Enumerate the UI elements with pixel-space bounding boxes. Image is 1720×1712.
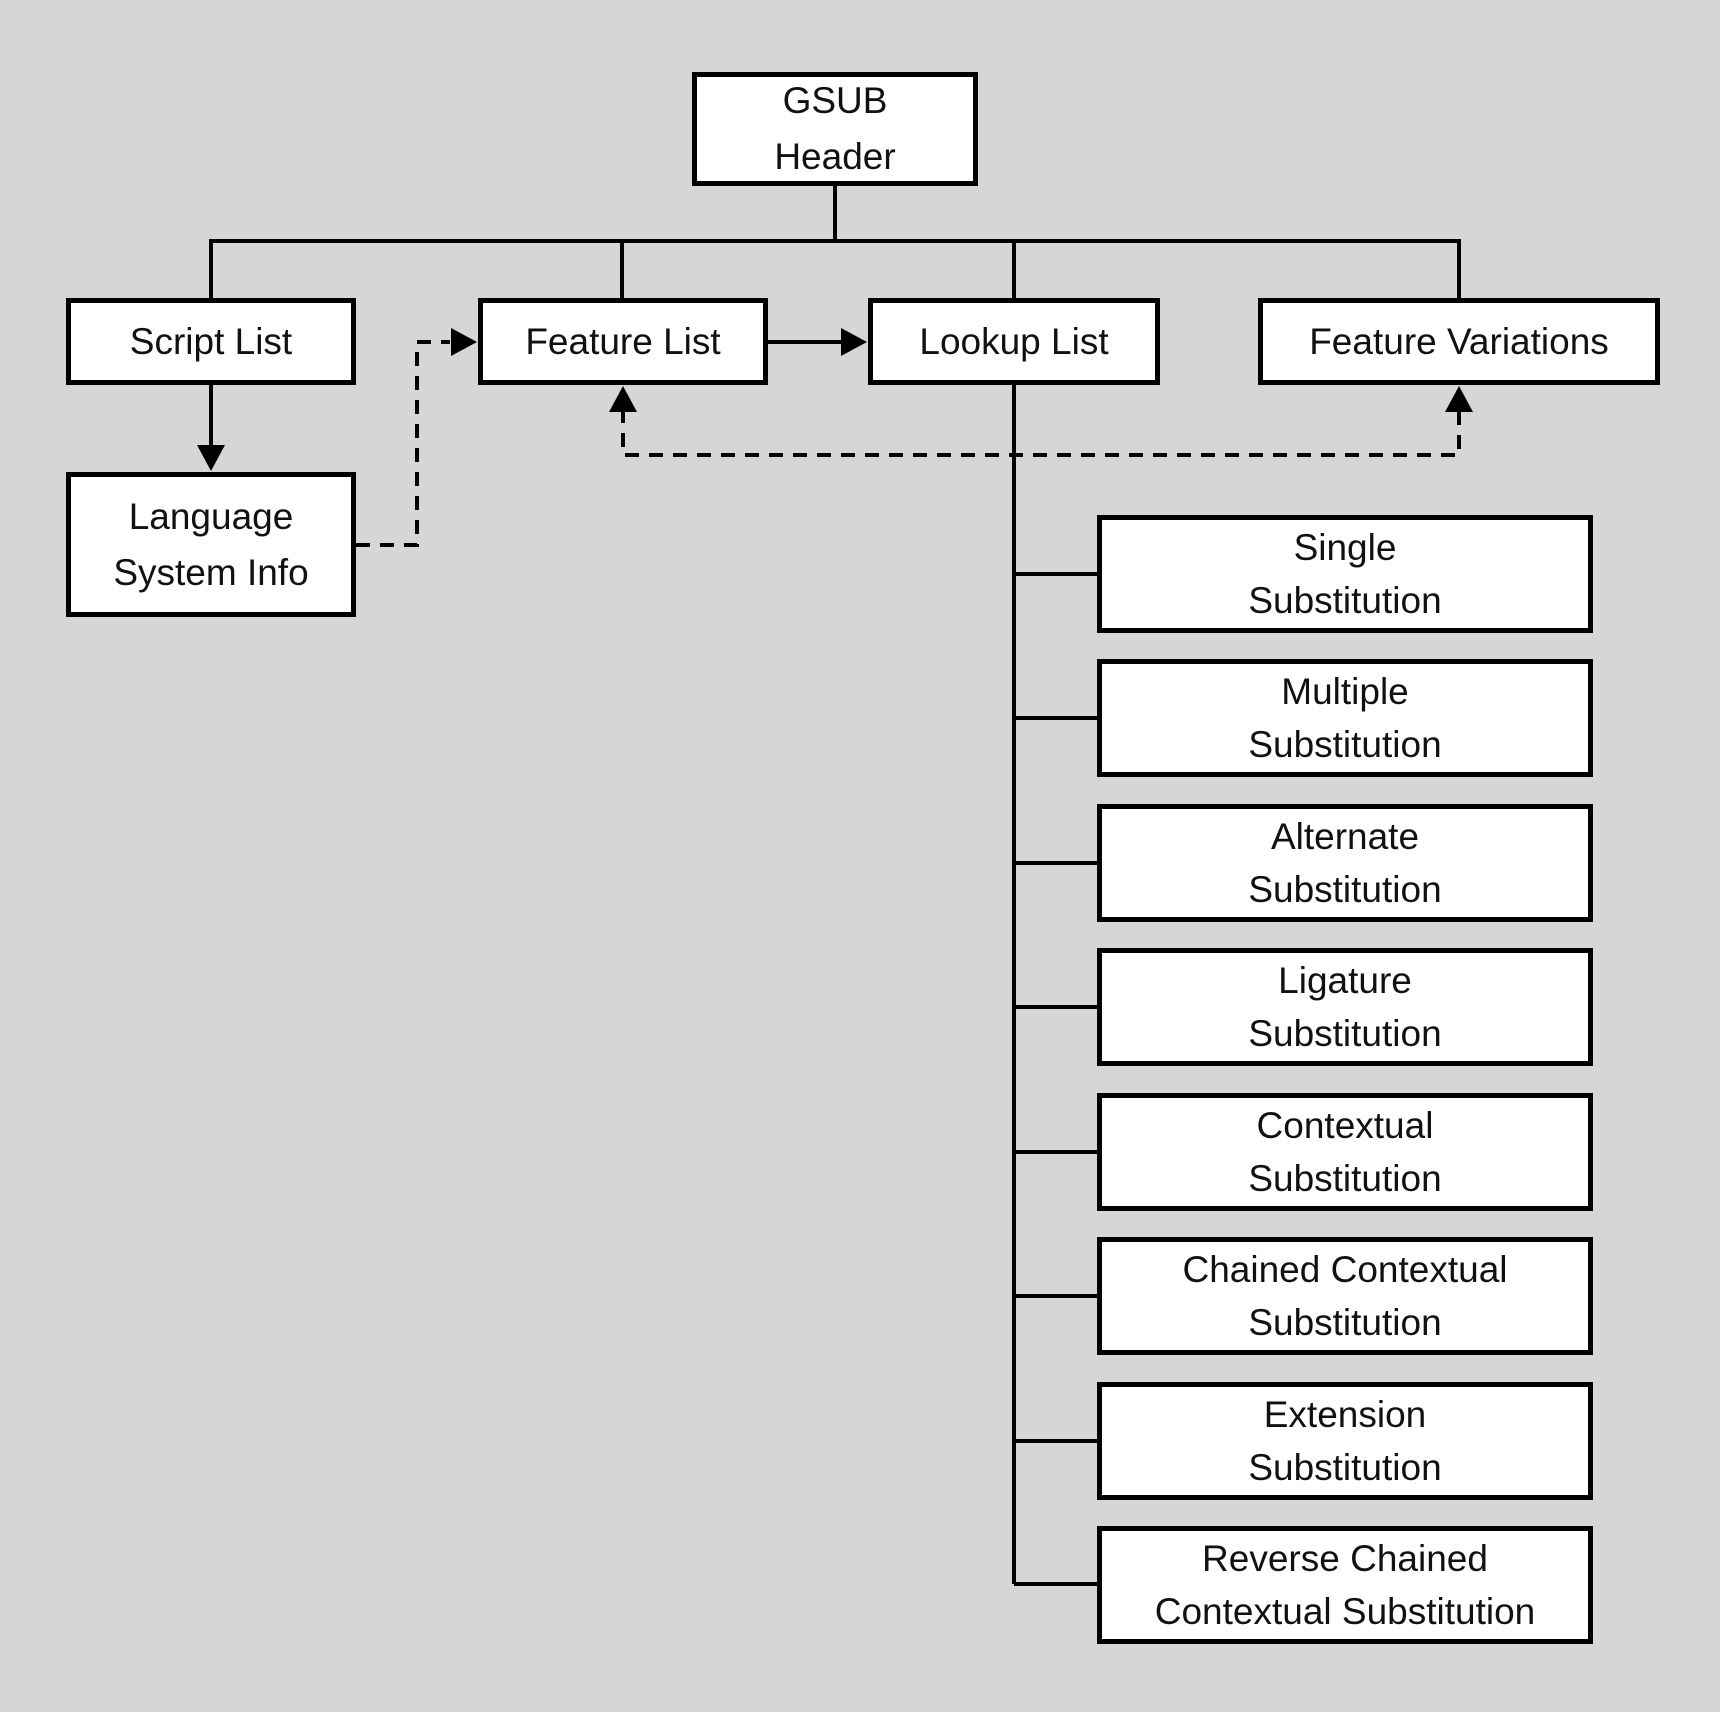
connector-langsys-to-featurelist-dashed bbox=[356, 328, 477, 547]
node-label-line: Multiple bbox=[1281, 671, 1409, 712]
node-extension-substitution: Extension Substitution bbox=[1097, 1382, 1593, 1500]
node-label-line: Feature List bbox=[525, 321, 721, 362]
connector-lookuplist-trunk bbox=[1012, 385, 1097, 1586]
arrowhead-right-icon bbox=[451, 328, 477, 356]
node-reverse-chained-contextual-substitution: Reverse Chained Contextual Substitution bbox=[1097, 1526, 1593, 1644]
node-label-line: Contextual bbox=[1256, 1105, 1434, 1146]
node-label-line: Header bbox=[774, 136, 896, 177]
node-label-line: Substitution bbox=[1248, 724, 1442, 765]
node-label-line: Feature Variations bbox=[1309, 321, 1609, 362]
node-label-line: Reverse Chained bbox=[1202, 1538, 1488, 1579]
node-multiple-substitution: Multiple Substitution bbox=[1097, 659, 1593, 777]
node-label-line: Language bbox=[128, 495, 294, 537]
node-alternate-substitution: Alternate Substitution bbox=[1097, 804, 1593, 922]
node-lookup-list: Lookup List bbox=[868, 298, 1160, 385]
node-label-line: Extension bbox=[1263, 1394, 1427, 1435]
connector-header-bus bbox=[209, 186, 1461, 298]
node-chained-contextual-substitution: Chained Contextual Substitution bbox=[1097, 1237, 1593, 1355]
node-label-line: Substitution bbox=[1248, 580, 1442, 621]
arrowhead-right-icon bbox=[841, 328, 867, 356]
node-contextual-substitution: Contextual Substitution bbox=[1097, 1093, 1593, 1211]
node-label-line: GSUB bbox=[782, 80, 888, 121]
node-feature-variations: Feature Variations bbox=[1258, 298, 1660, 385]
arrowhead-up-icon bbox=[609, 386, 637, 412]
arrowhead-up-icon bbox=[1445, 386, 1473, 412]
node-label-line: Alternate bbox=[1270, 816, 1420, 857]
node-label-line: Ligature bbox=[1278, 960, 1412, 1001]
node-label-line: Script List bbox=[129, 321, 293, 362]
node-language-system-info: Language System Info bbox=[66, 472, 356, 617]
connector-featurelist-featurevariations-dashed bbox=[609, 386, 1473, 457]
node-ligature-substitution: Ligature Substitution bbox=[1097, 948, 1593, 1066]
node-label-line: Lookup List bbox=[919, 321, 1109, 362]
node-feature-list: Feature List bbox=[478, 298, 768, 385]
node-script-list: Script List bbox=[66, 298, 356, 385]
node-label-line: Substitution bbox=[1248, 1158, 1442, 1199]
node-label-line: Chained Contextual bbox=[1182, 1249, 1508, 1290]
node-label-line: Substitution bbox=[1248, 1302, 1442, 1343]
node-label-line: Contextual Substitution bbox=[1154, 1591, 1536, 1632]
node-label-line: Substitution bbox=[1248, 869, 1442, 910]
node-label-line: Substitution bbox=[1248, 1447, 1442, 1488]
node-gsub-header: GSUB Header bbox=[692, 72, 978, 186]
connector-featurelist-to-lookuplist bbox=[768, 328, 867, 356]
connector-scriptlist-to-langsys bbox=[197, 383, 225, 471]
node-label-line: System Info bbox=[113, 551, 309, 593]
node-label-line: Substitution bbox=[1248, 1013, 1442, 1054]
node-single-substitution: Single Substitution bbox=[1097, 515, 1593, 633]
arrowhead-down-icon bbox=[197, 445, 225, 471]
node-label-line: Single bbox=[1293, 527, 1397, 568]
